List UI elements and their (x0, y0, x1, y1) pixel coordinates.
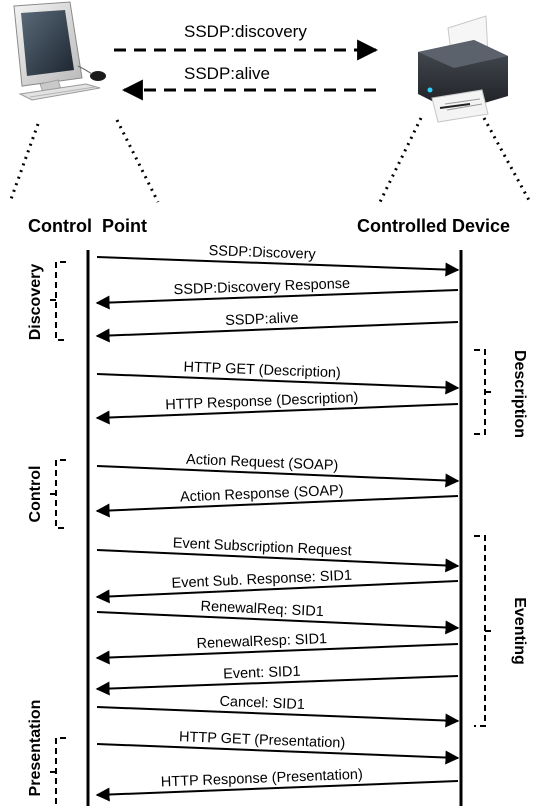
message-label-5: HTTP Response (Description) (165, 390, 359, 413)
message-label-14: HTTP GET (Presentation) (179, 729, 346, 751)
eventing-bracket (474, 535, 486, 727)
top-alive-label: SSDP:alive (184, 64, 270, 83)
presentation-bracket (55, 737, 66, 806)
message-arrow-8 (96, 549, 460, 573)
message-label-9: Event Sub. Response: SID1 (171, 568, 352, 592)
message-arrow-6 (96, 465, 460, 488)
description-bracket (474, 349, 486, 435)
desktop-computer-icon (13, 1, 106, 101)
message-arrow-9 (95, 580, 459, 604)
message-arrow-2 (95, 289, 459, 310)
message-arrow-12 (95, 675, 459, 696)
phase-label-description: Description (511, 350, 528, 438)
message-arrow-3 (95, 321, 459, 343)
message-label-8: Event Subscription Request (172, 535, 351, 559)
message-label-15: HTTP Response (Presentation) (161, 767, 363, 791)
message-label-11: RenewalResp: SID1 (196, 631, 327, 652)
printer-icon (418, 15, 508, 123)
message-arrow-15 (95, 780, 459, 802)
message-label-7: Action Response (SOAP) (180, 483, 344, 506)
message-label-6: Action Request (SOAP) (186, 452, 339, 474)
message-arrow-10 (96, 611, 460, 635)
controlled-device-header: Controlled Device (357, 216, 510, 236)
message-label-12: Event: SID1 (223, 664, 301, 683)
message-arrow-14 (96, 743, 460, 765)
message-label-13: Cancel: SID1 (219, 694, 305, 713)
message-arrow-1 (96, 256, 460, 277)
message-arrow-11 (95, 643, 459, 665)
phase-label-eventing: Eventing (511, 597, 528, 665)
phase-label-discovery: Discovery (27, 264, 44, 341)
zoom-connector-lines (8, 117, 532, 203)
message-label-4: HTTP GET (Description) (183, 359, 341, 381)
message-label-10: RenewalReq: SID1 (200, 599, 324, 620)
control-point-header: Control Point (28, 216, 147, 236)
message-label-3: SSDP:alive (225, 310, 299, 329)
top-discovery-label: SSDP:discovery (184, 22, 307, 41)
discovery-bracket (55, 261, 66, 341)
message-arrow-13 (96, 706, 460, 728)
phase-brackets (46, 261, 494, 806)
phase-label-control: Control (27, 466, 44, 523)
control-bracket (55, 459, 66, 529)
message-arrow-4 (96, 373, 460, 395)
phase-label-presentation: Presentation (27, 700, 44, 797)
message-label-1: SSDP:Discovery (208, 243, 316, 263)
message-label-2: SSDP:Discovery Response (173, 276, 350, 298)
message-arrow-5 (95, 403, 459, 425)
message-arrow-7 (95, 495, 459, 518)
